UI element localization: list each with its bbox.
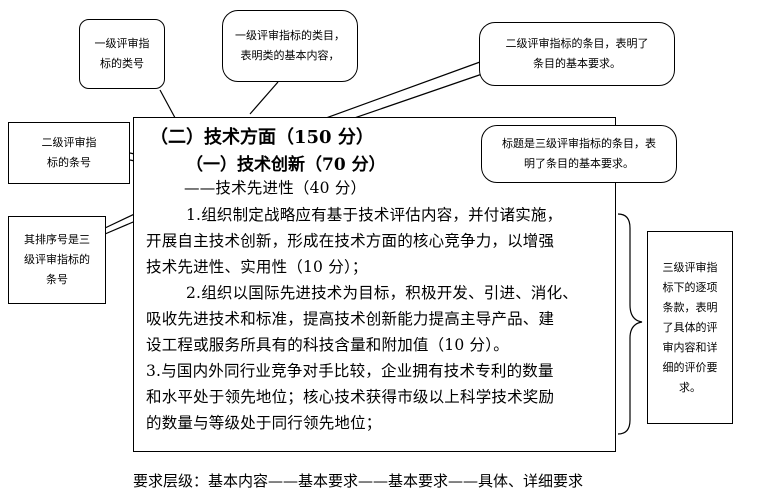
heading-level3: ——技术先进性（40 分）: [184, 179, 367, 197]
clause-line: 技术先进性、实用性（10 分）；: [146, 258, 368, 276]
clause-line: 1.组织制定战略应有基于技术评估内容，并付诸实施，: [186, 206, 563, 224]
callout-clauses: 三级评审指标下的逐项条款，表明了具体的评审内容和详细的评价要求。: [647, 231, 733, 424]
clause-line: 吸收先进技术和标准，提高技术创新能力提高主导产品、建: [146, 310, 555, 328]
footer-requirement-levels: 要求层级：基本内容——基本要求——基本要求——具体、详细要求: [133, 472, 584, 490]
callout-category-number-text: 一级评审指标的类号: [94, 37, 150, 70]
callout-item-number: 二级评审指标的条号: [8, 122, 130, 184]
callout-item-content: 二级评审指标的条目，表明了条目的基本要求。: [479, 22, 675, 86]
clause-line: 2.组织以国际先进技术为目标，积极开发、引进、消化、: [186, 284, 578, 302]
heading-level2: （一）技术创新（70 分）: [186, 155, 386, 175]
callout-item-content-text: 二级评审指标的条目，表明了条目的基本要求。: [505, 37, 649, 70]
clause-line: 设工程或服务所具有的科技含量和附加值（10 分）。: [146, 336, 509, 354]
clause-line: 和水平处于领先地位；核心技术获得市级以上科学技术奖励: [146, 388, 555, 406]
callout-sort-number-text: 其排序号是三级评审指标的条号: [24, 233, 90, 286]
callout-category-name-text: 一级评审指标的类目，表明类的基本内容，: [235, 29, 345, 62]
callout-category-name: 一级评审指标的类目，表明类的基本内容，: [222, 10, 358, 82]
heading-level1: （二）技术方面（150 分）: [150, 127, 374, 148]
callout-title-level3: 标题是三级评审指标的条目，表明了条目的基本要求。: [481, 125, 677, 183]
callout-item-number-text: 二级评审指标的条号: [41, 136, 97, 169]
clause-line: 开展自主技术创新，形成在技术方面的核心竞争力，以增强: [146, 232, 555, 250]
callout-sort-number: 其排序号是三级评审指标的条号: [8, 216, 106, 304]
callout-category-number: 一级评审指标的类号: [79, 19, 165, 89]
clause-line: 的数量与等级处于同行领先地位；: [146, 414, 382, 432]
clause-line: 3.与国内外同行业竞争对手比较，企业拥有技术专利的数量: [146, 362, 554, 380]
callout-clauses-text: 三级评审指标下的逐项条款，表明了具体的评审内容和详细的评价要求。: [662, 260, 718, 394]
callout-title-level3-text: 标题是三级评审指标的条目，表明了条目的基本要求。: [502, 137, 656, 170]
